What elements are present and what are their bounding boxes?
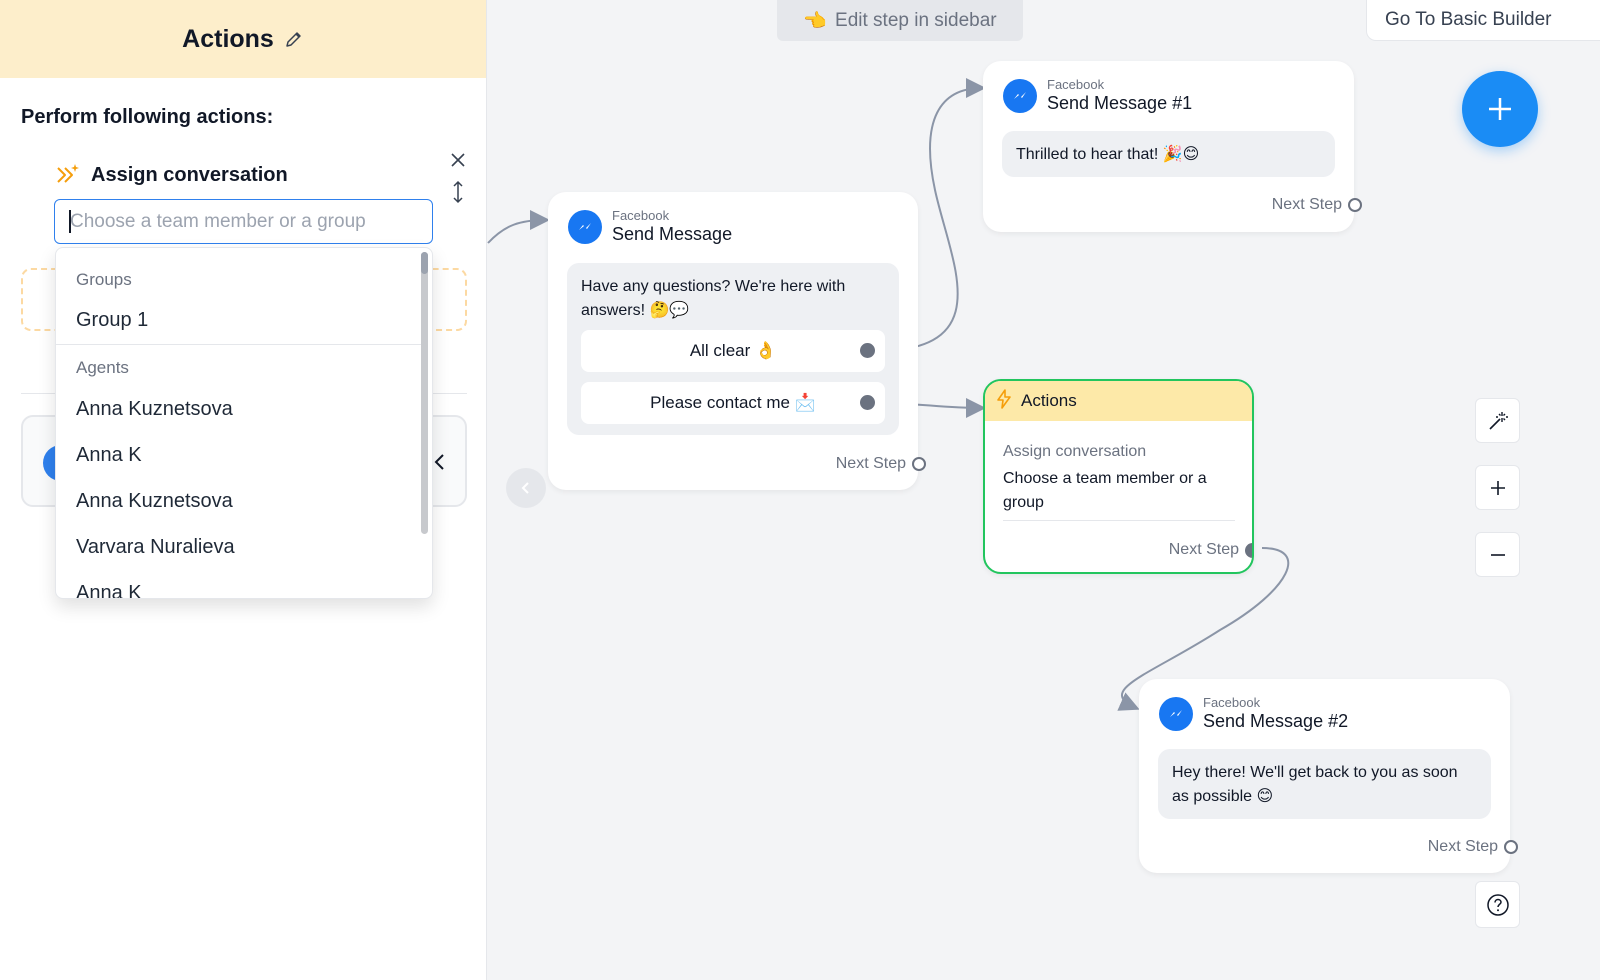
message-text: Thrilled to hear that! 🎉😊 xyxy=(1016,146,1200,163)
node-source: Facebook xyxy=(612,208,670,223)
reorder-handle-icon[interactable] xyxy=(448,180,468,204)
minus-icon xyxy=(1490,553,1505,556)
action-value: Choose a team member or a group xyxy=(1003,470,1207,511)
dropdown-item-agent[interactable]: Anna K xyxy=(76,444,142,466)
dropdown-item-agent[interactable]: Varvara Nuralieva xyxy=(76,536,235,558)
pointing-hand-icon: 👈 xyxy=(803,10,828,32)
quick-reply-contact-me[interactable]: Please contact me 📩 xyxy=(581,382,885,424)
dropdown-item-agent[interactable]: Anna K xyxy=(76,582,142,599)
node-header: Facebook Send Message #2 xyxy=(1159,695,1348,732)
next-step-label: Next Step xyxy=(835,455,906,472)
edit-step-hint: 👈 Edit step in sidebar xyxy=(777,0,1023,41)
dropdown-item-group[interactable]: Group 1 xyxy=(76,309,149,331)
pencil-icon[interactable] xyxy=(284,29,304,49)
message-text: Hey there! We'll get back to you as soon… xyxy=(1172,764,1458,805)
dropdown-groups-label: Groups xyxy=(76,270,132,289)
messenger-icon xyxy=(568,209,602,244)
node-title: Send Message xyxy=(612,224,733,244)
text-caret xyxy=(69,210,71,233)
output-port[interactable] xyxy=(1504,840,1518,854)
next-step-port[interactable]: Next Step xyxy=(836,455,926,473)
section-title: Perform following actions: xyxy=(21,106,274,128)
sidebar-title: Actions xyxy=(182,24,274,53)
magic-wand-icon xyxy=(1488,411,1508,430)
next-step-label: Next Step xyxy=(1427,838,1498,855)
node-actions[interactable]: Actions Assign conversation Choose a tea… xyxy=(983,379,1254,574)
auto-arrange-button[interactable] xyxy=(1475,398,1520,443)
node-header: Facebook Send Message xyxy=(568,208,732,245)
node-send-message-1[interactable]: Facebook Send Message #1 Thrilled to hea… xyxy=(983,61,1362,232)
action-header: Assign conversation xyxy=(55,162,288,188)
sidebar-header: Actions xyxy=(0,0,486,78)
node-source: Facebook xyxy=(1047,77,1105,92)
node-title: Actions xyxy=(1021,391,1077,410)
next-step-port[interactable]: Next Step xyxy=(1428,838,1518,856)
node-send-message-2[interactable]: Facebook Send Message #2 Hey there! We'l… xyxy=(1139,679,1518,873)
action-label: Assign conversation xyxy=(1003,443,1147,460)
dropdown-item-agent[interactable]: Anna Kuznetsova xyxy=(76,490,233,512)
sparkle-arrows-icon xyxy=(55,162,81,188)
messenger-icon xyxy=(1159,696,1193,731)
dropdown-agents-label: Agents xyxy=(76,358,129,377)
quick-reply-label: All clear 👌 xyxy=(689,341,777,360)
close-icon[interactable] xyxy=(448,150,468,170)
next-step-label: Next Step xyxy=(1271,196,1342,213)
collapse-sidebar-button[interactable] xyxy=(506,468,546,508)
node-send-message[interactable]: Facebook Send Message Have any questions… xyxy=(548,192,926,490)
node-title: Send Message #1 xyxy=(1047,93,1193,113)
output-port[interactable] xyxy=(1348,198,1362,212)
dropdown-scrollbar[interactable] xyxy=(421,252,428,534)
edit-hint-label: Edit step in sidebar xyxy=(835,9,997,31)
node-title: Send Message #2 xyxy=(1203,711,1349,731)
message-bubble: Hey there! We'll get back to you as soon… xyxy=(1158,749,1491,819)
assignee-search-input[interactable] xyxy=(54,199,433,244)
add-step-button[interactable] xyxy=(1462,71,1538,147)
dropdown-scrollbar-grip[interactable] xyxy=(421,252,428,274)
node-actions-header: Actions xyxy=(985,381,1252,421)
zoom-in-button[interactable] xyxy=(1475,465,1520,510)
lightning-icon xyxy=(995,388,1013,414)
dropdown-item-agent[interactable]: Anna Kuznetsova xyxy=(76,398,233,420)
chevron-left-icon[interactable] xyxy=(431,451,447,473)
messenger-icon xyxy=(1003,78,1037,113)
assignee-dropdown: Groups Group 1 Agents Anna Kuznetsova An… xyxy=(55,247,433,599)
next-step-port[interactable]: Next Step xyxy=(1272,196,1362,214)
node-header: Facebook Send Message #1 xyxy=(1003,77,1192,114)
output-port[interactable] xyxy=(912,457,926,471)
plus-icon xyxy=(1489,98,1511,120)
plus-icon xyxy=(1490,480,1505,495)
quick-reply-all-clear[interactable]: All clear 👌 xyxy=(581,330,885,372)
reply-output-port[interactable] xyxy=(860,395,875,410)
dropdown-divider xyxy=(56,344,422,345)
go-to-basic-builder-button[interactable]: Go To Basic Builder xyxy=(1366,0,1600,41)
sidebar: Actions Perform following actions: Assig… xyxy=(0,0,487,980)
node-source: Facebook xyxy=(1203,695,1261,710)
next-step-label: Next Step xyxy=(1168,541,1239,558)
output-port[interactable] xyxy=(1245,542,1252,558)
zoom-out-button[interactable] xyxy=(1475,532,1520,577)
help-button[interactable] xyxy=(1475,881,1520,928)
quick-reply-label: Please contact me 📩 xyxy=(650,393,816,412)
divider xyxy=(1003,520,1235,521)
next-step-port[interactable]: Next Step xyxy=(1168,541,1252,559)
message-bubble: Thrilled to hear that! 🎉😊 xyxy=(1002,131,1335,177)
reply-output-port[interactable] xyxy=(860,343,875,358)
action-title: Assign conversation xyxy=(91,163,288,186)
message-text: Have any questions? We're here with answ… xyxy=(581,278,846,319)
question-circle-icon xyxy=(1486,893,1509,916)
